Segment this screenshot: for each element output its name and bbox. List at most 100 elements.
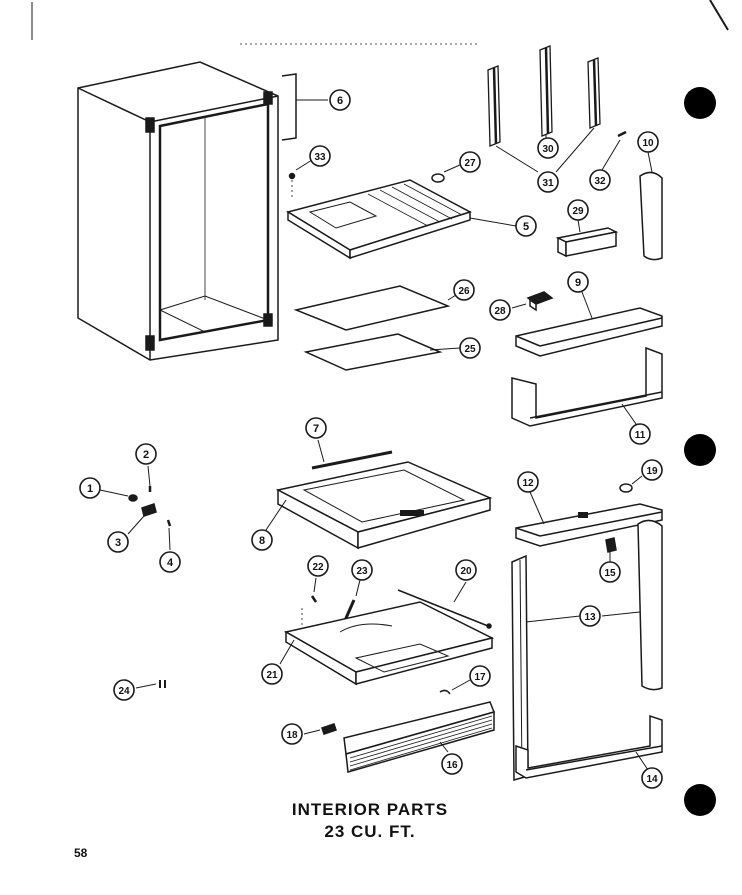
part-24-pin — [135, 680, 166, 689]
svg-text:32: 32 — [594, 176, 606, 187]
callout-7: 7 — [305, 417, 327, 439]
svg-text:19: 19 — [646, 466, 658, 477]
part-10-trim — [639, 151, 663, 261]
svg-text:5: 5 — [523, 221, 529, 233]
svg-text:16: 16 — [446, 760, 458, 771]
svg-text:33: 33 — [314, 152, 326, 163]
callout-labels: 1 2 3 4 5 6 7 8 9 10 11 12 13 14 15 16 1… — [79, 89, 663, 789]
part-18-clip — [303, 723, 337, 735]
callout-14: 14 — [641, 767, 663, 789]
page-number: 58 — [74, 846, 88, 860]
callout-13: 13 — [579, 605, 601, 627]
svg-text:6: 6 — [337, 95, 343, 107]
part-28-clip — [511, 291, 554, 312]
callout-25: 25 — [459, 337, 481, 359]
part-26-insulation — [293, 285, 465, 331]
callout-9: 9 — [567, 271, 589, 293]
svg-text:9: 9 — [575, 277, 581, 289]
svg-text:11: 11 — [635, 430, 646, 441]
callout-26: 26 — [453, 279, 475, 301]
part-19-button — [619, 475, 643, 493]
svg-text:29: 29 — [572, 206, 584, 217]
callout-12: 12 — [517, 471, 539, 493]
svg-text:8: 8 — [259, 535, 265, 547]
svg-text:12: 12 — [522, 478, 534, 489]
callout-32: 32 — [589, 169, 611, 191]
part-20-wire — [397, 581, 492, 629]
svg-text:30: 30 — [542, 144, 554, 155]
part-17-clip — [439, 679, 471, 695]
svg-text:23: 23 — [356, 566, 368, 577]
part-15-clip — [605, 537, 617, 562]
part-14-bottom-bin — [515, 714, 663, 779]
svg-text:27: 27 — [464, 158, 476, 169]
diagram-subtitle: 23 CU. FT. — [324, 822, 416, 841]
part-29-block — [555, 219, 619, 258]
callout-28: 28 — [489, 299, 511, 321]
diagram-title: INTERIOR PARTS — [291, 800, 449, 819]
callout-4: 4 — [159, 551, 181, 573]
part-12-upper-frame — [515, 491, 663, 547]
part-30-31-trim-channels — [487, 45, 601, 173]
svg-text:14: 14 — [646, 774, 658, 785]
callout-27: 27 — [459, 151, 481, 173]
svg-text:31: 31 — [542, 178, 554, 189]
callout-8: 8 — [251, 529, 273, 551]
hole-punch-1 — [684, 87, 716, 119]
svg-text:10: 10 — [642, 138, 654, 149]
svg-text:1: 1 — [87, 483, 93, 495]
svg-text:18: 18 — [286, 730, 298, 741]
callout-6: 6 — [329, 89, 351, 111]
part-9-shelf-frame — [515, 291, 663, 357]
hole-punch-2 — [684, 434, 716, 466]
part-6-strip — [281, 73, 328, 141]
svg-text:7: 7 — [313, 423, 319, 435]
svg-text:13: 13 — [584, 612, 596, 623]
callout-16: 16 — [441, 753, 463, 775]
callout-3: 3 — [107, 531, 129, 553]
part-8-crisper-frame — [265, 461, 493, 550]
part-25-sheet — [303, 333, 461, 371]
callout-29: 29 — [567, 199, 589, 221]
svg-text:15: 15 — [604, 568, 616, 579]
svg-text:3: 3 — [115, 537, 121, 549]
callout-30: 30 — [537, 137, 559, 159]
part-5-shelf-plate — [286, 179, 517, 260]
part-21-crisper-cover — [279, 601, 495, 686]
callout-22: 22 — [307, 555, 329, 577]
part-16-grille — [343, 701, 496, 773]
callout-18: 18 — [281, 723, 303, 745]
svg-text:25: 25 — [464, 344, 476, 355]
svg-text:24: 24 — [118, 686, 130, 697]
callout-21: 21 — [261, 663, 283, 685]
scan-edge-marks — [31, 0, 729, 45]
callout-2: 2 — [135, 443, 157, 465]
callout-5: 5 — [515, 215, 537, 237]
svg-text:17: 17 — [474, 672, 486, 683]
callout-10: 10 — [637, 131, 659, 153]
part-32-screw — [601, 130, 627, 171]
callout-1: 1 — [79, 477, 101, 499]
svg-text:20: 20 — [460, 566, 472, 577]
callout-15: 15 — [599, 561, 621, 583]
svg-text:2: 2 — [143, 449, 149, 461]
hole-punch-3 — [684, 784, 716, 816]
part-13-side-rails — [511, 519, 663, 781]
part-11-bin — [511, 346, 663, 427]
part-33-screw — [288, 159, 313, 200]
svg-text:22: 22 — [312, 562, 324, 573]
callout-23: 23 — [351, 559, 373, 581]
parts-1-4-hardware — [99, 465, 172, 551]
callout-24: 24 — [113, 679, 135, 701]
svg-text:28: 28 — [494, 306, 506, 317]
part-7-rod — [311, 439, 393, 470]
svg-text:4: 4 — [167, 557, 174, 569]
part-27-knob — [431, 163, 463, 183]
callout-19: 19 — [641, 459, 663, 481]
callout-20: 20 — [455, 559, 477, 581]
callout-33: 33 — [309, 145, 331, 167]
svg-text:21: 21 — [266, 670, 278, 681]
svg-text:26: 26 — [458, 286, 470, 297]
callout-31: 31 — [537, 171, 559, 193]
